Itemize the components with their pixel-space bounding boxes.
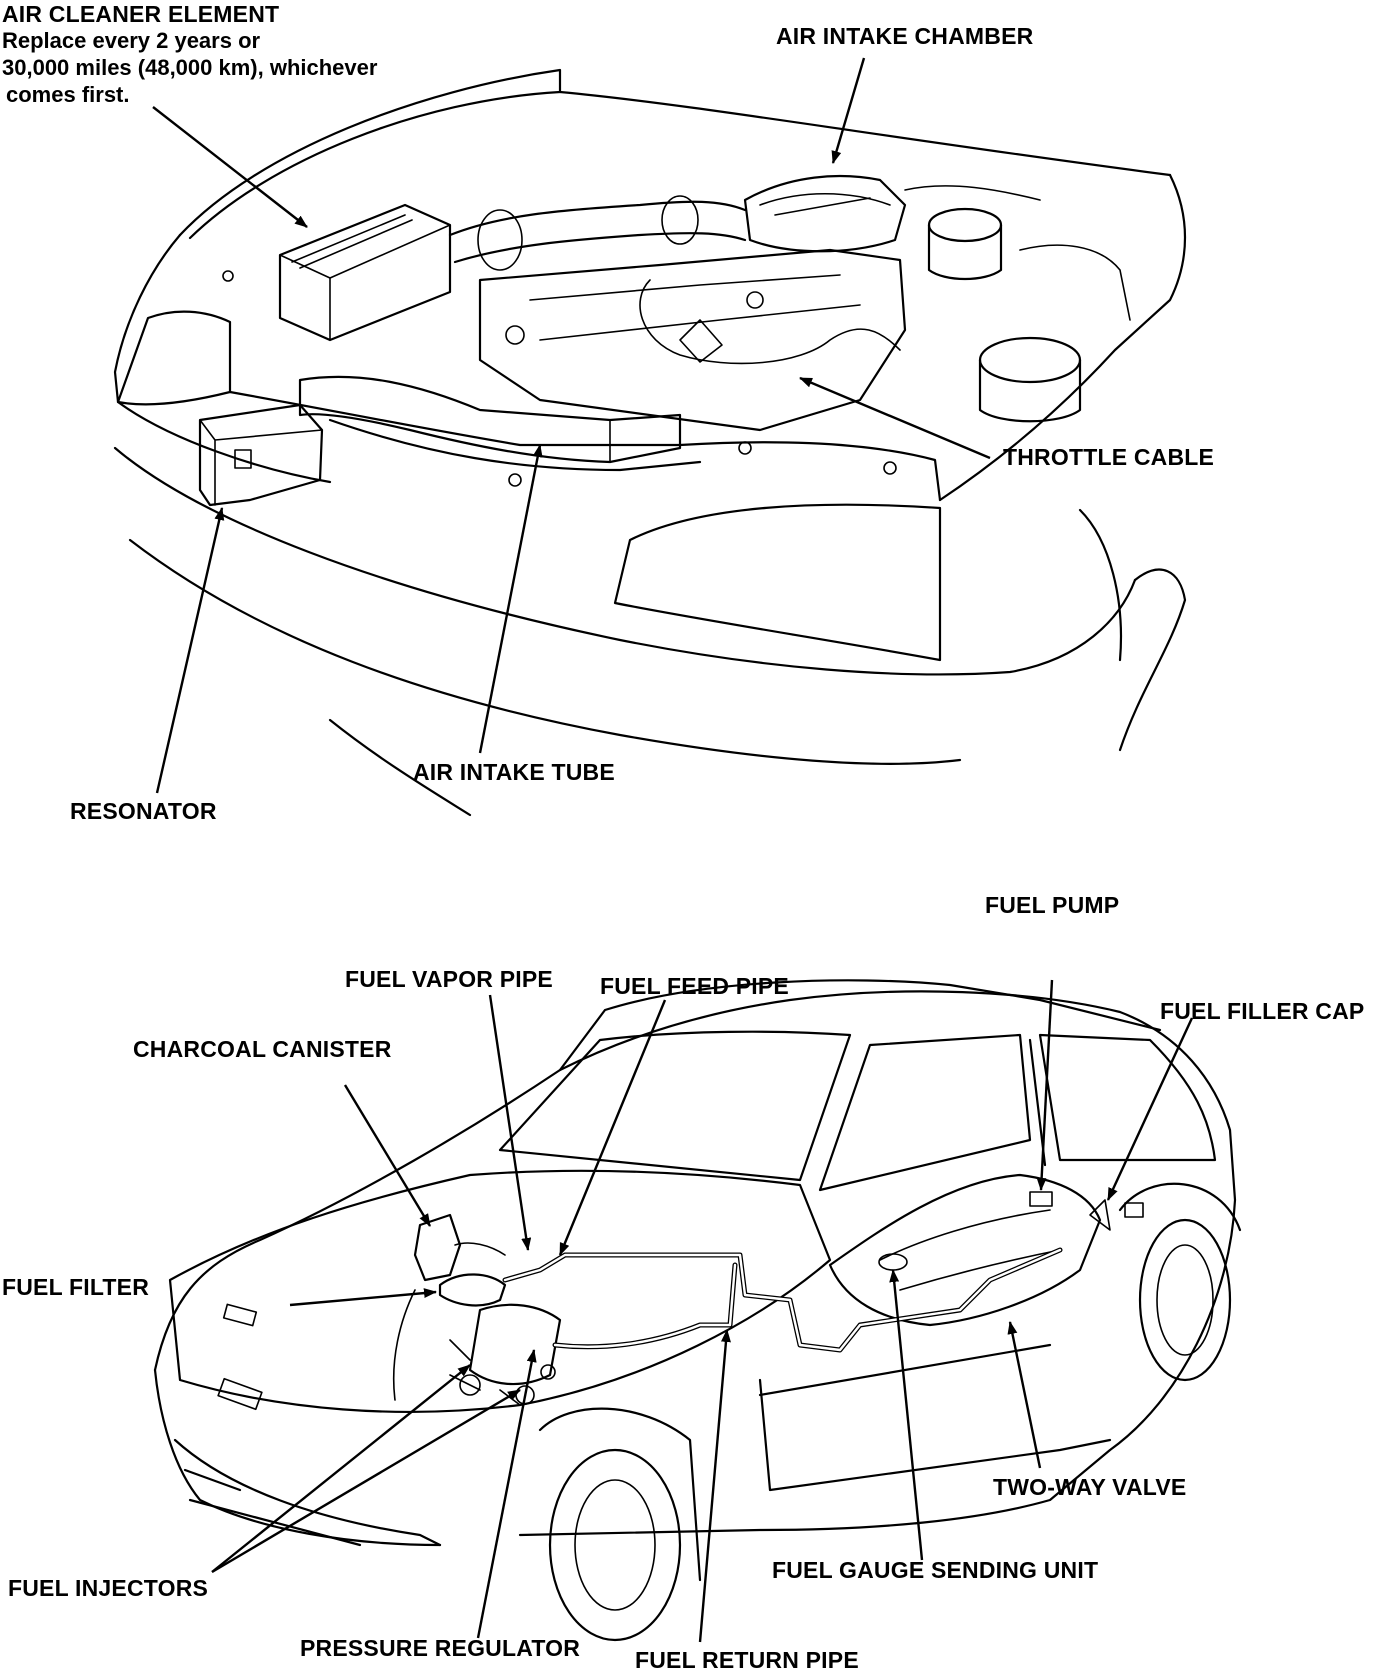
- hood-outline: [178, 68, 1172, 237]
- top-leader-lines: [152, 57, 991, 794]
- leader-two-way-valve: [1007, 1321, 1042, 1469]
- label-air-intake-chamber: AIR INTAKE CHAMBER: [776, 23, 1034, 49]
- rear-wheel: [1138, 1218, 1232, 1382]
- label-fuel-vapor-pipe: FUEL VAPOR PIPE: [345, 966, 553, 992]
- label-pressure-regulator: PRESSURE REGULATOR: [300, 1635, 581, 1661]
- label-fuel-filter: FUEL FILTER: [2, 1274, 150, 1300]
- air-intake-tube-shape: [298, 375, 682, 464]
- leader-pressure-regulator: [476, 1349, 537, 1639]
- leader-air-intake-tube: [478, 444, 543, 754]
- bottom-leader-lines: [211, 979, 1194, 1643]
- right-fender: [938, 173, 1187, 502]
- air-intake-chamber-shape: [743, 174, 907, 253]
- car-hood: [168, 1169, 832, 1413]
- label-charcoal-canister: CHARCOAL CANISTER: [133, 1036, 392, 1062]
- leader-fuel-filler-cap: [1106, 1017, 1194, 1201]
- label-resonator: RESONATOR: [70, 798, 217, 824]
- left-headlight: [116, 310, 232, 406]
- leader-fuel-gauge-sending-unit: [889, 1269, 924, 1561]
- resonator-box: [198, 403, 324, 507]
- label-fuel-filler-cap: FUEL FILLER CAP: [1160, 998, 1365, 1024]
- car-body-outline: [153, 990, 1237, 1537]
- label-fuel-injectors: FUEL INJECTORS: [8, 1575, 209, 1601]
- engine-block: [478, 248, 907, 432]
- label-air-cleaner-element: AIR CLEANER ELEMENT: [2, 1, 280, 27]
- intake-manifold: [468, 1303, 562, 1386]
- leader-fuel-pump: [1036, 979, 1054, 1191]
- label-throttle-cable: THROTTLE CABLE: [1003, 444, 1215, 470]
- right-headlight: [613, 503, 942, 662]
- label-fuel-gauge-sending-unit: FUEL GAUGE SENDING UNIT: [772, 1557, 1099, 1583]
- leader-fuel-feed-pipe: [558, 999, 667, 1256]
- fuel-pump-shape: [1029, 1191, 1053, 1207]
- fuel-return-line: [552, 1262, 738, 1350]
- throttle-cable-line: [639, 279, 901, 365]
- vehicle-fuel-system-illustration: [153, 979, 1242, 1642]
- leader-fuel-filter: [289, 1288, 437, 1307]
- air-cleaner-box: [278, 203, 452, 342]
- windshield: [498, 1030, 852, 1182]
- charcoal-canister-shape: [413, 1213, 462, 1282]
- engine-compartment-illustration: [113, 68, 1187, 817]
- label-fuel-pump: FUEL PUMP: [985, 892, 1120, 918]
- leader-fuel-injector-2: [211, 1388, 521, 1574]
- side-window: [818, 1033, 1032, 1192]
- label-fuel-return-pipe: FUEL RETURN PIPE: [635, 1647, 859, 1673]
- leader-fuel-return-pipe: [698, 1329, 731, 1643]
- label-two-way-valve: TWO-WAY VALVE: [993, 1474, 1187, 1500]
- leader-fuel-vapor-pipe: [488, 994, 532, 1251]
- note-air-cleaner-line-1: Replace every 2 years or: [2, 28, 261, 53]
- label-air-intake-tube: AIR INTAKE TUBE: [413, 759, 615, 785]
- front-bumper-lower: [173, 1438, 442, 1547]
- left-fender: [113, 233, 332, 484]
- leader-air-intake-chamber: [831, 57, 866, 164]
- leader-charcoal-canister: [343, 1084, 432, 1227]
- leader-resonator: [155, 507, 225, 794]
- front-bumper: [113, 446, 1137, 676]
- note-air-cleaner-line-2: 30,000 miles (48,000 km), whichever: [2, 55, 378, 80]
- leader-throttle-cable: [799, 376, 991, 460]
- label-fuel-feed-pipe: FUEL FEED PIPE: [600, 973, 789, 999]
- front-wheel: [548, 1448, 682, 1642]
- fuel-filter-shape: [438, 1273, 507, 1307]
- leader-air-cleaner: [152, 106, 308, 228]
- leader-fuel-injector-1: [211, 1364, 471, 1573]
- sending-unit-shape: [878, 1253, 908, 1271]
- rear-window: [1038, 1033, 1217, 1162]
- note-air-cleaner-line-3: comes first.: [6, 82, 130, 107]
